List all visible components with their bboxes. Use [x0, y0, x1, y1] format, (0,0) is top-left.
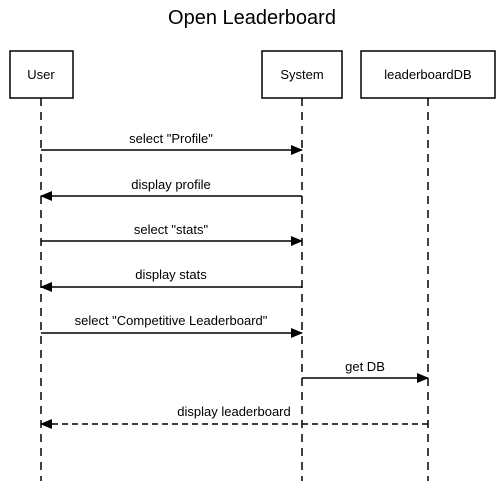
participant-label-leaderboarddb: leaderboardDB — [384, 67, 471, 82]
message-5: select "Competitive Leaderboard" — [41, 313, 303, 338]
message-6: get DB — [302, 359, 429, 383]
participant-user: User — [9, 50, 74, 99]
participant-system: System — [261, 50, 343, 99]
message-3: select "stats" — [41, 222, 303, 246]
message-label: display stats — [135, 267, 207, 282]
participant-leaderboarddb: leaderboardDB — [360, 50, 496, 99]
message-label: display profile — [131, 177, 211, 192]
message-4: display stats — [40, 267, 302, 292]
message-label: display leaderboard — [177, 404, 290, 419]
participant-label-system: System — [280, 67, 323, 82]
diagram-title: Open Leaderboard — [168, 7, 336, 29]
message-label: select "stats" — [134, 222, 209, 237]
participant-label-user: User — [27, 67, 55, 82]
message-7: display leaderboard — [40, 404, 428, 429]
message-2: display profile — [40, 177, 302, 201]
participant-box-user — [9, 50, 74, 99]
message-label: get DB — [345, 359, 385, 374]
message-label: select "Competitive Leaderboard" — [75, 313, 268, 328]
message-label: select "Profile" — [129, 131, 213, 146]
lifelines — [40, 98, 429, 481]
message-1: select "Profile" — [41, 131, 303, 155]
participant-box-leaderboarddb — [360, 50, 496, 99]
participant-box-system — [261, 50, 343, 99]
